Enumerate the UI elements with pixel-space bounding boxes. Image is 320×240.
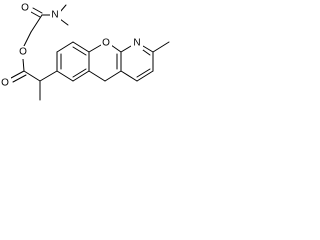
bond-pyr-c-c-bottom-inner xyxy=(136,68,151,78)
bond-benz-5-inner xyxy=(72,68,87,78)
bond-o-ester-c xyxy=(22,58,25,72)
bond-benz-5 xyxy=(72,70,90,82)
atom-bg-n-pyridine xyxy=(131,37,143,50)
bond-ester-co-b xyxy=(12,74,27,83)
atom-label-o-carbonyl-top: O xyxy=(21,3,29,14)
atom-bg-o-ester-link xyxy=(18,46,29,59)
atom-label-o-carbonyl-ester: O xyxy=(1,78,9,89)
atom-label-n-amide: N xyxy=(51,10,58,21)
bond-pyran-ch2-left xyxy=(88,70,106,82)
bond-pyran-ch2-right xyxy=(104,70,122,82)
bond-pyr-c-c-bottom xyxy=(136,70,154,82)
atom-bg-n-amide xyxy=(50,9,61,22)
bond-ester-co-a xyxy=(10,70,25,79)
bond-benz-3 xyxy=(72,41,90,53)
bond-pyran-o-left xyxy=(88,44,102,53)
bond-pyr-n-c-inner xyxy=(142,49,151,56)
bond-benz-6 xyxy=(56,70,74,82)
atom-label-o-ring: O xyxy=(102,38,110,49)
atom-label-n-pyridine: N xyxy=(133,38,140,49)
bond-benz-3-inner xyxy=(72,46,87,56)
atom-bg-o-ring xyxy=(101,37,112,50)
bond-n-methyl-bottom xyxy=(59,18,69,26)
atom-label-o-ester-link: O xyxy=(19,47,27,58)
bond-pyr-methyl xyxy=(152,41,170,53)
bond-ch-ring xyxy=(39,70,58,82)
bond-pyran-o-right xyxy=(110,44,122,53)
bond-layer xyxy=(10,4,170,101)
atom-label-layer: O N O O O N xyxy=(0,2,143,90)
bond-pyr-n-c xyxy=(142,45,154,53)
bond-amide-ch2 xyxy=(30,14,43,33)
atom-bg-o-carbonyl-ester xyxy=(0,77,11,90)
bond-amide-co-b xyxy=(30,11,41,18)
bond-pyr-c-c-left xyxy=(120,70,138,82)
chemical-structure-diagram: O N O O O N xyxy=(0,2,170,101)
bond-pyr-c-n xyxy=(120,45,132,53)
bond-amide-co-a xyxy=(32,7,43,14)
atom-bg-o-top xyxy=(20,2,31,15)
bond-ch2-o xyxy=(23,31,32,47)
bond-benz-2 xyxy=(56,41,74,53)
bond-ester-ch xyxy=(23,70,41,82)
